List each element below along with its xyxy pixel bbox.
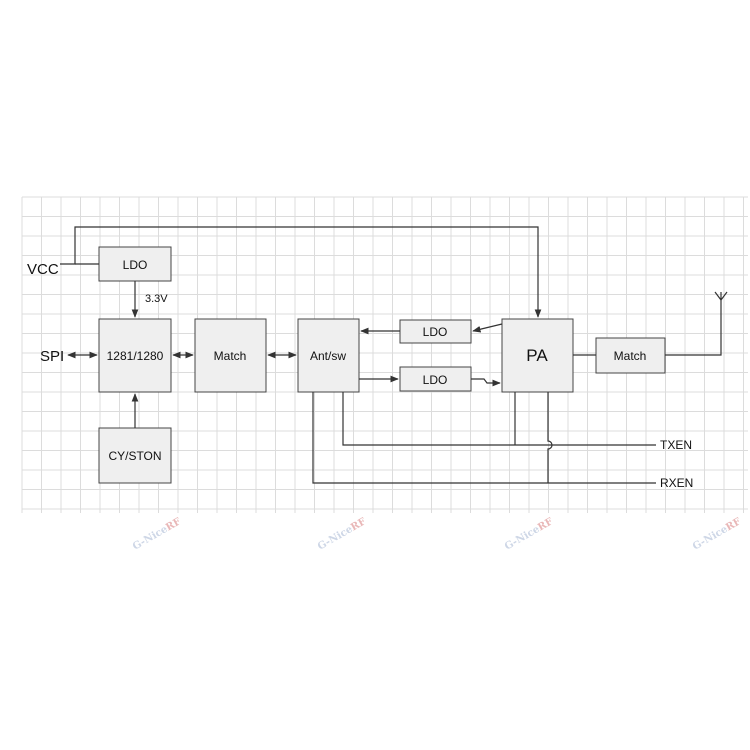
watermark-3: G-NiceRF	[503, 516, 555, 552]
ldo-upper-label: LDO	[423, 325, 448, 339]
svg-text:G-NiceRF: G-NiceRF	[131, 516, 183, 552]
txen-wire	[342, 392, 656, 446]
cy-ston-block: CY/STON	[98, 427, 172, 484]
cy-ston-label: CY/STON	[108, 449, 161, 463]
wires	[60, 226, 722, 484]
mcu-label: 1281/1280	[107, 349, 164, 363]
pa-rxen-tap-wire	[547, 392, 553, 483]
pa-label: PA	[526, 346, 548, 365]
ant-sw-block: Ant/sw	[297, 318, 360, 393]
vcc-rail-wire	[60, 226, 542, 318]
ldo-upper-block: LDO	[399, 319, 472, 344]
svg-text:G-NiceRF: G-NiceRF	[691, 516, 743, 552]
svg-text:G-NiceRF: G-NiceRF	[316, 516, 368, 552]
mcu-block: 1281/1280	[98, 318, 172, 393]
match-left-block: Match	[194, 318, 267, 393]
ldo-lower-to-pa-wire	[471, 378, 501, 387]
pa-to-ldo-upper-wire	[472, 323, 503, 333]
match-left-label: Match	[214, 349, 247, 363]
v33-label: 3.3V	[145, 293, 168, 305]
watermark-1: G-NiceRF	[131, 516, 183, 552]
ant-sw-label: Ant/sw	[310, 349, 346, 363]
ldo-lower-block: LDO	[399, 366, 472, 392]
txen-label: TXEN	[660, 438, 692, 452]
ldo-top-block: LDO	[98, 246, 172, 282]
rxen-wire	[312, 392, 656, 484]
rxen-label: RXEN	[660, 476, 693, 490]
match-right-block: Match	[595, 337, 666, 374]
pa-block: PA	[501, 318, 574, 393]
watermark-2: G-NiceRF	[316, 516, 368, 552]
ldo-top-label: LDO	[123, 258, 148, 272]
vcc-label: VCC	[27, 261, 59, 278]
antenna-icon	[714, 291, 728, 301]
watermark-4: G-NiceRF	[691, 516, 743, 552]
spi-label: SPI	[40, 348, 64, 365]
svg-text:G-NiceRF: G-NiceRF	[503, 516, 555, 552]
match-right-label: Match	[614, 349, 647, 363]
match-to-antenna-wire	[665, 300, 722, 356]
ldo-lower-label: LDO	[423, 373, 448, 387]
